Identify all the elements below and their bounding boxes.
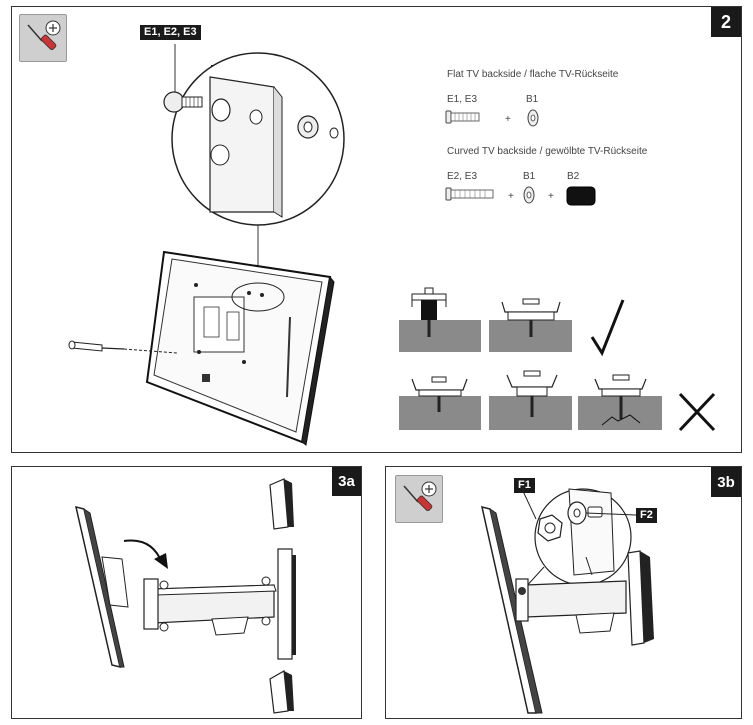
wall-diagram-wrong-3 [578,374,662,430]
curved-plus-2: + [548,191,554,202]
step-number-badge: 2 [711,7,741,37]
parts-icons [399,109,716,432]
wall-diagram-wrong-2 [489,370,572,430]
curved-plus-1: + [508,191,514,202]
arm-attach-illustration [74,478,296,714]
step-number-badge: 3b [711,467,741,497]
flat-plus: + [505,114,511,125]
screwdriver-tool-icon [19,14,67,62]
step-2-panel: 2 E1, E2, E3 B1 B2 [11,6,742,453]
flat-screw-label: E1, E3 [447,94,478,105]
step-3a-panel: 3a [11,466,362,719]
cross-mark-icon [678,392,716,432]
flat-tv-title: Flat TV backside / flache TV-Rückseite [447,69,619,80]
screwdriver-icon [27,20,61,51]
label-f2: F2 [636,508,657,523]
flat-washer-label: B1 [526,94,539,105]
curved-screw-icon [445,187,494,201]
label-f1: F1 [514,478,535,493]
screwdriver-icon [403,481,437,512]
flat-screw-icon [445,110,480,124]
wall-diagram-wrong-1 [399,376,481,430]
tv-mounting-illustration [68,44,345,446]
checkmark-icon [590,299,625,357]
curved-tv-title: Curved TV backside / gewölbte TV-Rücksei… [447,146,648,157]
step-3b-panel: 3b F1 F2 [385,466,742,719]
wall-diagram-correct-2 [489,298,572,352]
curved-spacer-icon [566,186,596,206]
step-number-badge: 3a [332,467,361,496]
label-e1-e2-e3: E1, E2, E3 [140,25,201,40]
curved-washer-label: B1 [523,171,536,182]
curved-screw-label: E2, E3 [447,171,478,182]
flat-washer-icon [527,109,539,127]
arm-secure-illustration [481,488,654,714]
wall-diagram-correct-1 [399,287,481,352]
curved-washer-icon [523,186,535,204]
screwdriver-tool-icon [395,475,443,523]
curved-spacer-label: B2 [567,171,580,182]
